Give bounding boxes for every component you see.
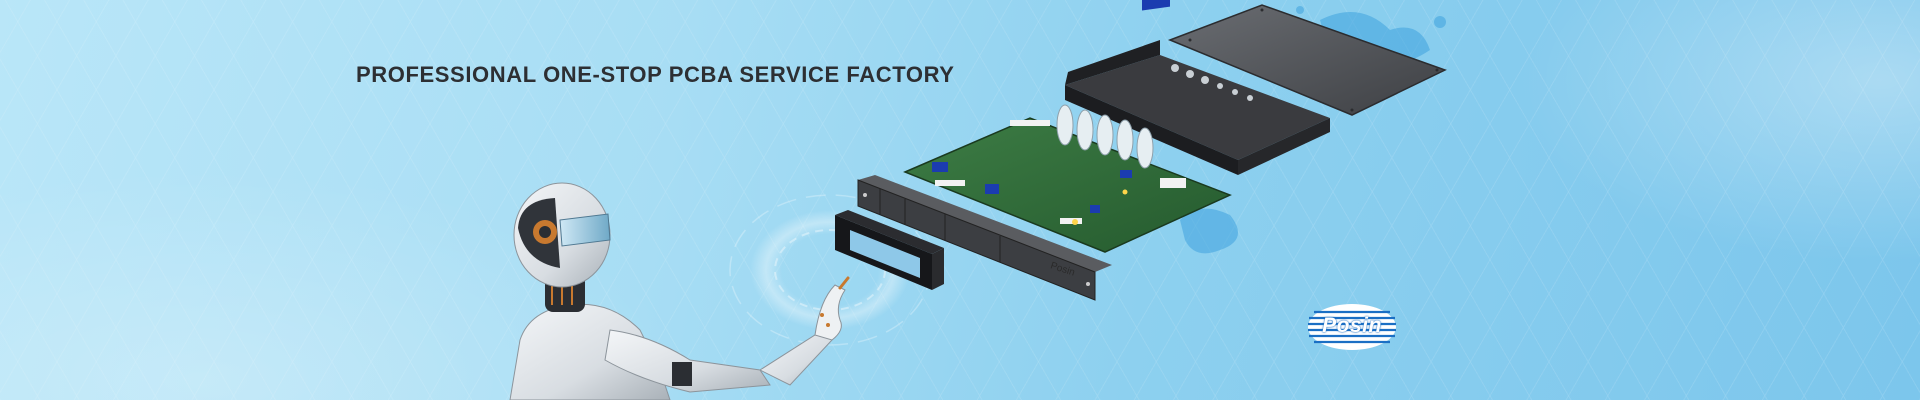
brand-logo[interactable]: Posin <box>1306 302 1398 352</box>
chassis-lid <box>1167 4 1447 116</box>
front-panel <box>857 175 1112 301</box>
brand-logo-text: Posin <box>1322 314 1382 337</box>
banner-headline: PROFESSIONAL ONE-STOP PCBA SERVICE FACTO… <box>356 62 955 87</box>
posin-logo-icon <box>1308 304 1396 350</box>
chassis-tray <box>1065 40 1330 175</box>
pcb-board <box>903 0 1232 253</box>
robot-illustration <box>509 182 850 400</box>
handle-bracket <box>835 210 944 290</box>
